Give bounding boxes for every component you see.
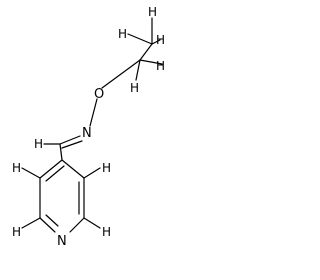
bond-ch2-hydrogen-lower <box>135 59 141 81</box>
bond-oxygen-nitrogen <box>89 98 98 127</box>
bond-cn-double-outer <box>59 135 81 145</box>
bond-cn-double-inner <box>61 140 83 149</box>
bond-c6-hydrogen <box>83 217 101 229</box>
bond-c3-hydrogen <box>21 167 41 179</box>
hydrogen-ring-right-lower-label: H <box>102 225 111 239</box>
molecule-diagram: H H H H H O N H H H H H N <box>12 5 165 249</box>
hydrogen-ch3-left-label: H <box>118 27 127 41</box>
bond-ch-ring <box>59 143 63 161</box>
bonds <box>21 17 163 233</box>
bond-ch2-hydrogen-right <box>139 59 163 65</box>
ring-bond-c6-n1 <box>69 217 85 233</box>
ring-bond-c2-n1-inner <box>45 214 59 227</box>
hydrogen-ch2-lower-label: H <box>130 81 139 95</box>
ring-bond-c4-c3-inner <box>45 165 65 182</box>
ring-nitrogen-label: N <box>57 234 67 249</box>
bond-c5-hydrogen <box>83 167 101 179</box>
hydrogen-ch3-right-label: H <box>156 33 165 47</box>
hydrogen-ring-right-upper-label: H <box>102 161 111 175</box>
bond-ch3-hydrogen-left <box>127 33 153 45</box>
ring-bond-c4-c5 <box>61 159 85 179</box>
atom-labels: H H H H H O N H H H H H N <box>12 5 165 249</box>
oxygen-label: O <box>94 87 104 102</box>
oxime-nitrogen-label: N <box>82 126 92 141</box>
hydrogen-ch3-top-label: H <box>148 5 157 19</box>
bond-c2-hydrogen <box>21 217 41 229</box>
ring-bond-c4-c3 <box>39 159 63 179</box>
bond-ch2-oxygen <box>101 59 141 89</box>
hydrogen-ring-left-lower-label: H <box>12 225 21 239</box>
bond-ch3-ch2 <box>139 43 153 61</box>
bond-ch3-hydrogen-right <box>151 39 161 45</box>
hydrogen-ring-left-upper-label: H <box>12 161 21 175</box>
hydrogen-ch2-right-label: H <box>156 59 165 73</box>
hydrogen-methine-label: H <box>34 137 43 151</box>
ring-bond-c2-n1 <box>39 217 56 233</box>
